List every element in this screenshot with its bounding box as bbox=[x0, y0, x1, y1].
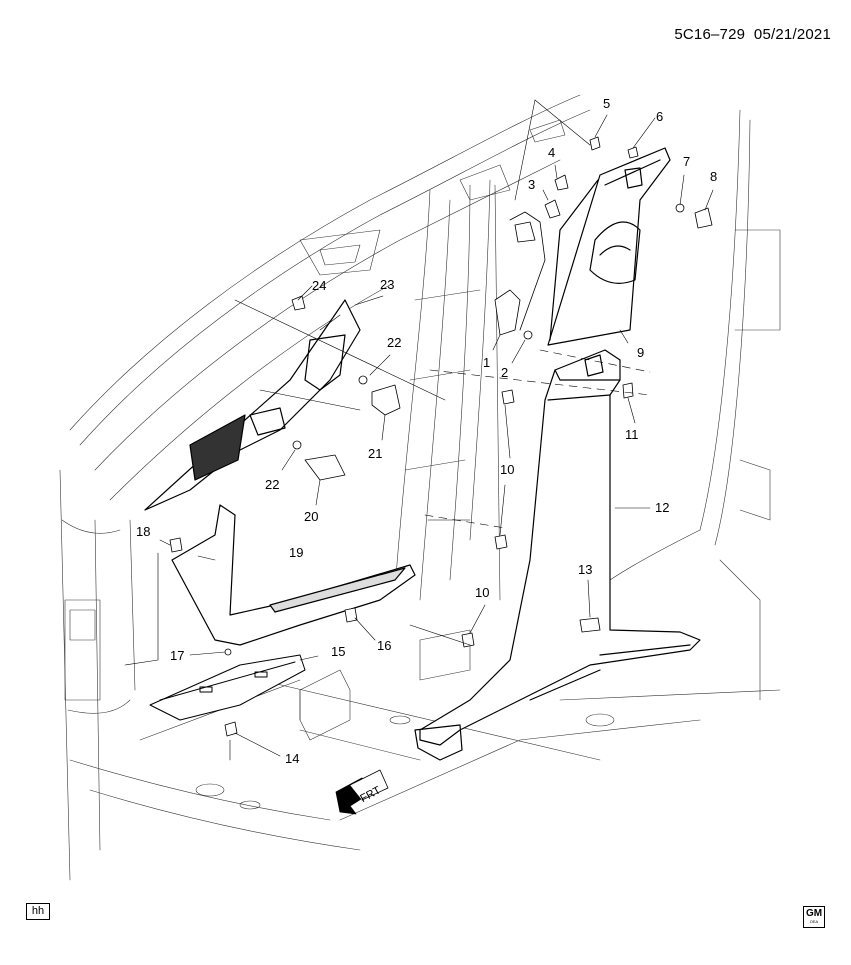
callout-6: 6 bbox=[656, 109, 663, 124]
footer-tag: hh bbox=[26, 903, 50, 920]
callout-24: 24 bbox=[312, 278, 326, 293]
callout-21: 21 bbox=[368, 446, 382, 461]
part-1-assist-handle bbox=[494, 211, 546, 336]
part-9-upper-b-pillar-trim bbox=[547, 147, 671, 346]
part-15-bracket bbox=[149, 654, 306, 721]
callout-8: 8 bbox=[710, 169, 717, 184]
diagram-header: 5C16–729 05/21/2021 bbox=[674, 26, 831, 43]
part-23-a-pillar-trim bbox=[144, 299, 361, 511]
callout-17: 17 bbox=[170, 648, 184, 663]
callout-11: 11 bbox=[625, 427, 639, 442]
gm-logo-subtext: OEA bbox=[809, 919, 819, 924]
callout-13: 13 bbox=[578, 562, 592, 577]
body-structure-outline bbox=[59, 94, 781, 881]
callout-5: 5 bbox=[603, 96, 610, 111]
callout-9: 9 bbox=[637, 345, 644, 360]
callout-20: 20 bbox=[304, 509, 318, 524]
gm-logo-text: GM bbox=[805, 908, 823, 919]
callout-10b: 10 bbox=[475, 585, 489, 600]
part-19-sill-plate bbox=[171, 504, 416, 646]
callout-1: 1 bbox=[483, 355, 490, 370]
callout-2: 2 bbox=[501, 365, 508, 380]
callout-18: 18 bbox=[136, 524, 150, 539]
callout-14: 14 bbox=[285, 751, 299, 766]
diagram-date: 05/21/2021 bbox=[753, 26, 831, 43]
part-12-lower-b-pillar-trim bbox=[414, 349, 701, 761]
callout-4: 4 bbox=[548, 145, 555, 160]
gm-logo: GM OEA bbox=[803, 906, 825, 928]
front-direction-arrow bbox=[335, 769, 389, 815]
callout-22b: 22 bbox=[265, 477, 279, 492]
callout-7: 7 bbox=[683, 154, 690, 169]
diagram-code: 5C16–729 bbox=[674, 26, 746, 43]
callout-3: 3 bbox=[528, 177, 535, 192]
reference-lines bbox=[424, 349, 651, 529]
leader-lines bbox=[124, 99, 714, 761]
callout-10a: 10 bbox=[500, 462, 514, 477]
callout-16: 16 bbox=[377, 638, 391, 653]
callout-22a: 22 bbox=[387, 335, 401, 350]
callout-15: 15 bbox=[331, 644, 345, 659]
callout-12: 12 bbox=[655, 500, 669, 515]
callout-23: 23 bbox=[380, 277, 394, 292]
fasteners bbox=[169, 136, 713, 737]
callout-19: 19 bbox=[289, 545, 303, 560]
